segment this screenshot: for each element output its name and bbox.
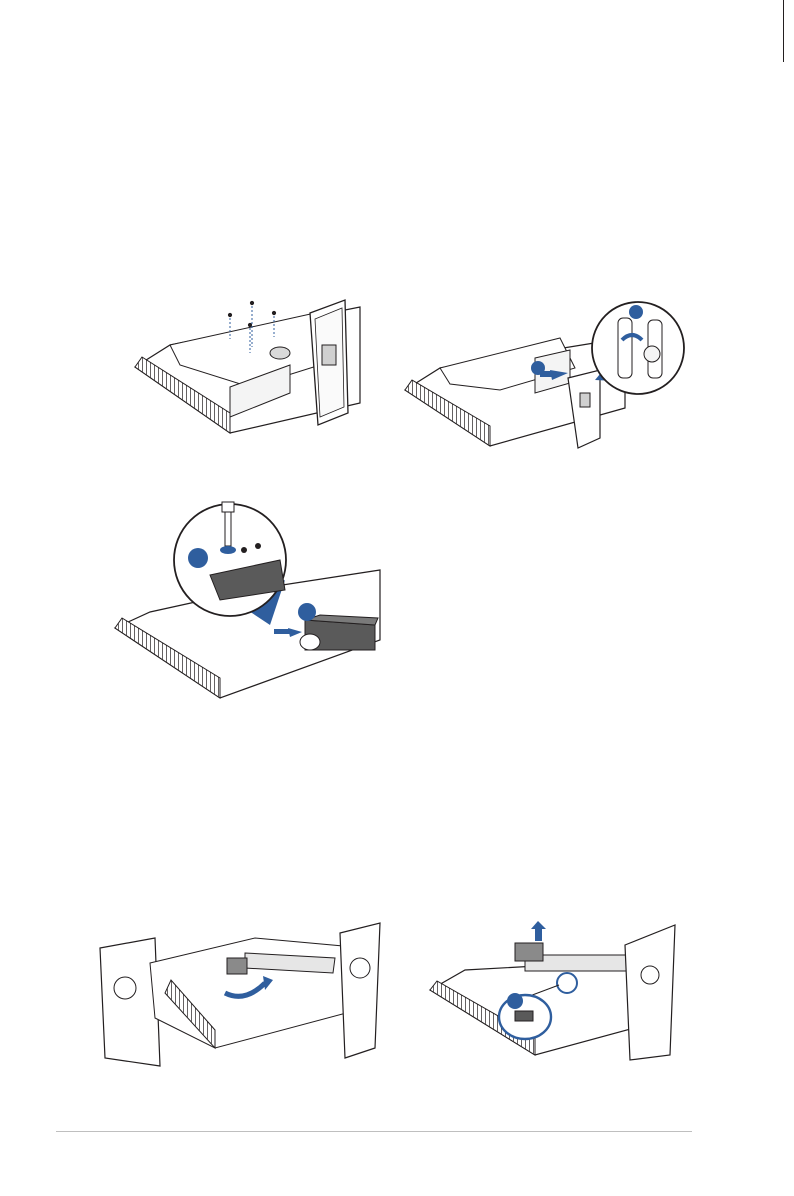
figure-lift-base	[425, 915, 685, 1065]
magnifier-callout-icon	[592, 302, 684, 394]
figure-monitor-stand-screws	[130, 295, 370, 440]
step-badge-icon	[507, 993, 523, 1009]
step-badge-icon	[298, 603, 316, 621]
arrow-up-icon	[531, 921, 546, 941]
magnifier-callout-icon	[174, 502, 286, 616]
step-badge-icon	[188, 548, 208, 568]
step-badge-icon	[629, 305, 643, 319]
crop-mark-vertical	[783, 0, 784, 62]
figure-rotate-base	[95, 918, 385, 1068]
footer-rule	[56, 1131, 692, 1132]
figure-release-stand-button	[400, 298, 690, 458]
step-badge-icon	[531, 361, 545, 375]
figure-remove-base-screw	[110, 500, 390, 705]
